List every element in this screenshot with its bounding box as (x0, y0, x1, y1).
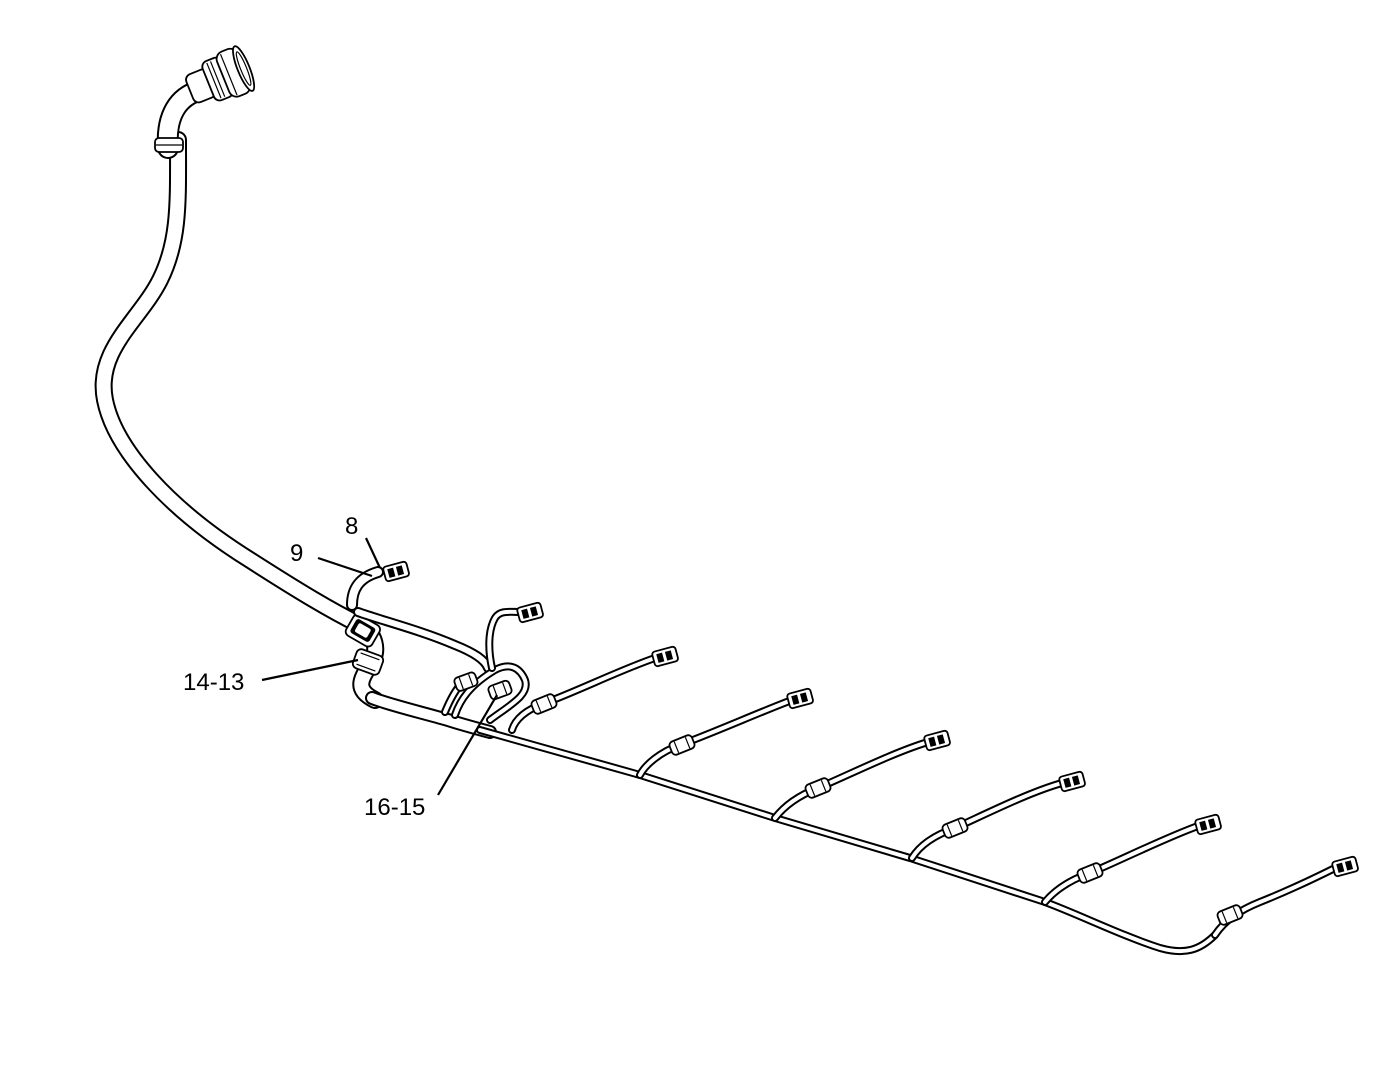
connector-8 (382, 560, 410, 583)
connector-branch-5 (1194, 813, 1222, 836)
leader-8 (365, 537, 381, 569)
leader-16-15 (437, 694, 498, 796)
rail-branches (508, 654, 1339, 939)
trunk-clip-lower (351, 648, 385, 676)
connector-branch-6 (1331, 855, 1359, 878)
connector-group (382, 560, 1359, 878)
injector-rail-cable (476, 726, 1219, 956)
callout-14-13: 14-13 (183, 669, 244, 696)
leader-14-13 (261, 658, 359, 682)
branch-upper-left (346, 566, 493, 673)
main-round-connector (154, 45, 256, 159)
leader-9 (317, 556, 373, 578)
connector-top-loop (516, 601, 544, 624)
connector-branch-4 (1058, 770, 1086, 793)
connector-branch-1 (651, 645, 679, 668)
trunk-clip-upper (344, 613, 381, 648)
inline-sleeves (453, 671, 1244, 926)
main-trunk-cable (94, 131, 385, 709)
connector-branch-2 (786, 687, 814, 710)
callout-8: 8 (345, 513, 358, 540)
callout-labels: 8 9 14-13 16-15 (183, 513, 425, 821)
connector-branch-3 (923, 729, 951, 752)
callout-9: 9 (290, 540, 303, 567)
branch-loop (365, 607, 530, 739)
callout-16-15: 16-15 (364, 794, 425, 821)
leader-lines (261, 537, 498, 796)
